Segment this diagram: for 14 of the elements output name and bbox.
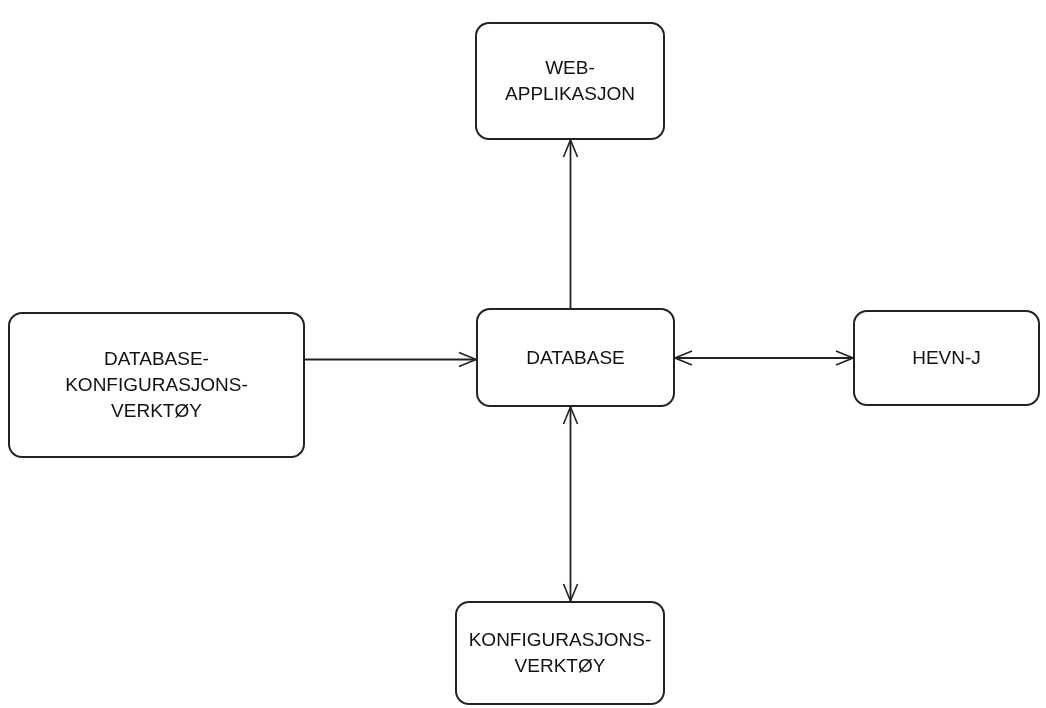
rounded-box <box>853 310 1040 406</box>
node-label: KONFIGURASJONS- VERKTØY <box>467 628 653 678</box>
arrow <box>562 139 579 309</box>
rounded-box <box>455 601 665 705</box>
arrow <box>562 406 579 602</box>
node-label: HEVN-J <box>912 346 981 370</box>
rounded-box <box>8 312 305 458</box>
arrow <box>674 350 854 366</box>
node-label: DATABASE <box>526 345 625 370</box>
node-label: WEB- APPLIKASJON <box>504 56 636 106</box>
arrow <box>304 351 477 368</box>
rounded-box <box>475 22 665 140</box>
node-label: DATABASE- KONFIGURASJONS- VERKTØY <box>64 347 249 423</box>
rounded-box <box>476 308 675 407</box>
